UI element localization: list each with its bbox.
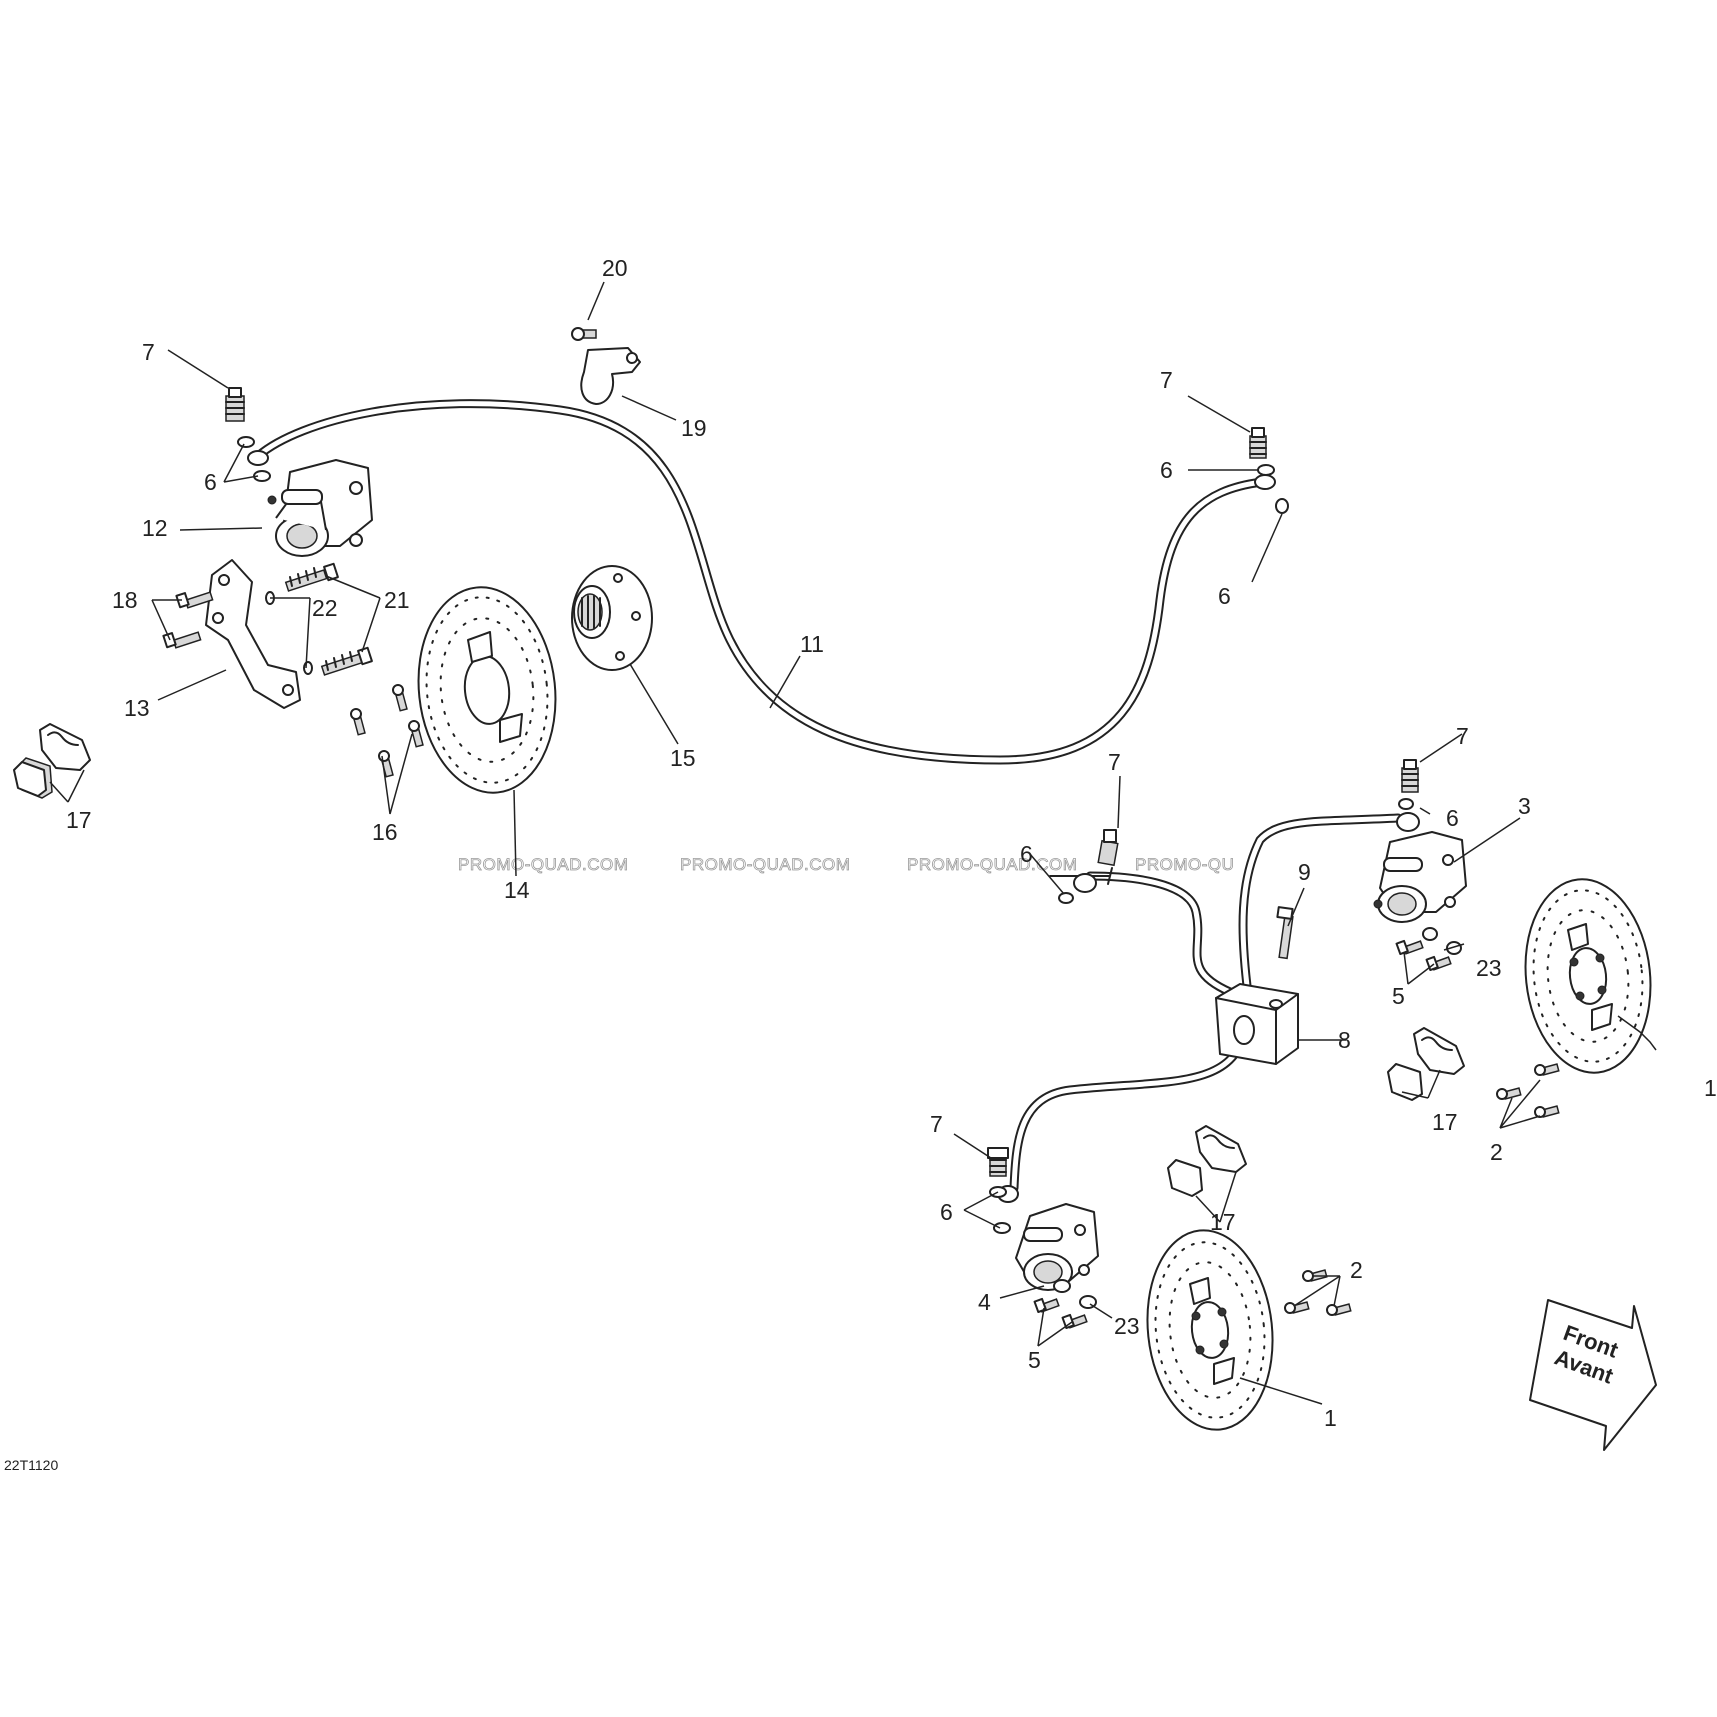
diagram-reference-code: 22T1120 <box>4 1457 58 1473</box>
caliper-washer <box>1446 941 1462 955</box>
disc-screw <box>350 708 366 736</box>
sealing-washer <box>237 436 255 448</box>
sealing-washer <box>1398 798 1414 810</box>
front-right-brake-pads <box>1387 1027 1465 1101</box>
disc-screw <box>1496 1087 1522 1100</box>
rear-wheel-hub <box>571 565 653 671</box>
callout-7: 7 <box>1456 723 1469 749</box>
junction-block-bolt <box>1276 906 1294 960</box>
disc-screw <box>1534 1105 1560 1118</box>
callout-1: 1 <box>1704 1075 1717 1101</box>
sealing-washer <box>1275 498 1289 514</box>
callout-19: 19 <box>681 415 707 441</box>
callout-8: 8 <box>1338 1027 1351 1053</box>
sealing-washer <box>993 1222 1011 1234</box>
callout-leaders <box>49 281 1657 1405</box>
callout-3: 3 <box>1518 793 1531 819</box>
front-left-brake-disc <box>1146 1229 1274 1431</box>
callout-17: 17 <box>66 807 92 833</box>
banjo-bolt <box>225 387 245 422</box>
watermark: PROMO-QU <box>1135 855 1234 874</box>
callout-2: 2 <box>1490 1139 1503 1165</box>
rear-brake-pads <box>13 723 91 799</box>
caliper-pin-bolt <box>320 646 373 676</box>
caliper-bolt <box>1061 1313 1088 1330</box>
o-ring <box>303 661 313 675</box>
hose-clamp <box>580 347 641 405</box>
callout-22: 22 <box>312 595 338 621</box>
disc-screw <box>1326 1303 1352 1316</box>
front-direction-arrow: Front Avant <box>1529 1299 1657 1451</box>
sealing-washer <box>1058 892 1074 904</box>
callout-23: 23 <box>1476 955 1502 981</box>
banjo-bolt <box>987 1147 1009 1177</box>
caliper-washer <box>1053 1279 1071 1293</box>
disc-screw <box>1284 1301 1310 1314</box>
banjo-bolt <box>1097 829 1119 867</box>
callout-13: 13 <box>124 695 150 721</box>
callout-2: 2 <box>1350 1257 1363 1283</box>
disc-screw <box>408 720 424 748</box>
callout-21: 21 <box>384 587 410 613</box>
front-right-brake-caliper <box>1373 831 1467 923</box>
callout-4: 4 <box>978 1289 991 1315</box>
callout-17: 17 <box>1432 1109 1458 1135</box>
callout-5: 5 <box>1392 983 1405 1009</box>
rear-brake-caliper <box>267 459 373 557</box>
callout-15: 15 <box>670 745 696 771</box>
rear-brake-hose <box>247 399 1276 765</box>
bracket-bolt <box>162 631 202 649</box>
front-brake-hoses <box>1009 813 1403 1193</box>
callout-5: 5 <box>1028 1347 1041 1373</box>
callout-11: 11 <box>800 631 824 657</box>
banjo-bolt <box>1249 427 1267 459</box>
callout-6: 6 <box>1446 805 1459 831</box>
callout-1: 1 <box>1324 1405 1337 1431</box>
caliper-bolt <box>1425 955 1452 972</box>
callout-6: 6 <box>204 469 217 495</box>
clamp-screw <box>571 327 597 341</box>
sealing-washer <box>1257 464 1275 476</box>
disc-screw <box>378 750 394 778</box>
disc-screw <box>1534 1063 1560 1076</box>
callout-14: 14 <box>504 877 530 903</box>
callout-7: 7 <box>142 339 155 365</box>
banjo-bolt <box>1401 759 1419 793</box>
caliper-bolt <box>1033 1297 1060 1314</box>
callout-23: 23 <box>1114 1313 1140 1339</box>
rear-brake-disc <box>417 586 557 794</box>
front-left-brake-caliper <box>1015 1203 1099 1291</box>
brake-junction-block <box>1215 983 1299 1065</box>
callout-6: 6 <box>1160 457 1173 483</box>
caliper-bolt <box>1395 939 1424 956</box>
callout-17: 17 <box>1210 1209 1236 1235</box>
caliper-mounting-bracket <box>205 559 301 709</box>
callout-12: 12 <box>142 515 168 541</box>
callout-7: 7 <box>1108 749 1121 775</box>
disc-screw <box>392 684 408 712</box>
watermark: PROMO-QUAD.COM <box>680 855 850 874</box>
callout-numbers: 20 19 7 6 12 18 22 21 13 17 16 14 15 11 … <box>66 255 1717 1431</box>
callout-6: 6 <box>1020 841 1033 867</box>
front-right-brake-disc <box>1524 878 1652 1074</box>
callout-16: 16 <box>372 819 398 845</box>
watermark: PROMO-QUAD.COM <box>458 855 628 874</box>
bracket-bolt <box>175 591 214 609</box>
callout-6: 6 <box>940 1199 953 1225</box>
callout-6: 6 <box>1218 583 1231 609</box>
watermark-row: PROMO-QUAD.COM PROMO-QUAD.COM PROMO-QUAD… <box>458 855 1235 875</box>
callout-9: 9 <box>1298 859 1311 885</box>
callout-18: 18 <box>112 587 138 613</box>
callout-7: 7 <box>1160 367 1173 393</box>
callout-7: 7 <box>930 1111 943 1137</box>
caliper-washer <box>1422 927 1438 941</box>
watermark: PROMO-QUAD.COM <box>907 855 1077 874</box>
callout-20: 20 <box>602 255 628 281</box>
front-left-brake-pads <box>1167 1125 1247 1197</box>
